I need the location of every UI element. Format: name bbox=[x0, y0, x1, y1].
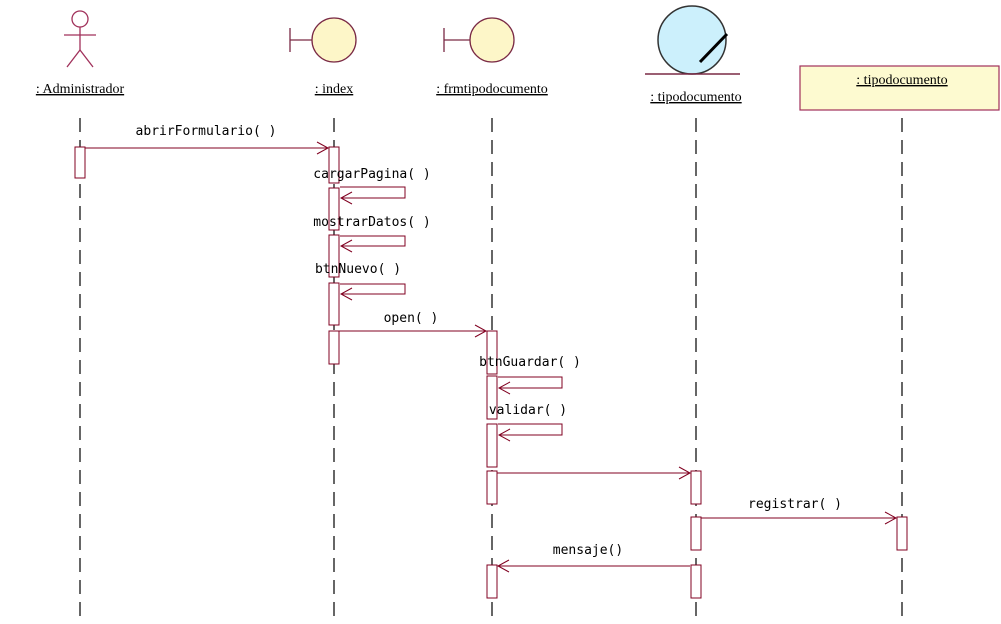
message-registrar: registrar( ) bbox=[701, 497, 898, 525]
activation-bar bbox=[690, 564, 702, 599]
message-label: mensaje() bbox=[553, 543, 623, 558]
message-label: cargarPagina( ) bbox=[313, 167, 430, 182]
message-mostrardatos: mostrarDatos( ) bbox=[313, 215, 431, 253]
activation-bar bbox=[328, 330, 340, 365]
activation-bar bbox=[486, 423, 498, 468]
participant-label: : tipodocumento bbox=[856, 73, 947, 88]
message-label: btnNuevo( ) bbox=[315, 262, 401, 277]
message-label: mostrarDatos( ) bbox=[313, 215, 430, 230]
message-validar: validar( ) bbox=[489, 403, 567, 442]
activation-bar bbox=[690, 516, 702, 551]
activation-bar bbox=[486, 564, 498, 599]
message-label: registrar( ) bbox=[748, 497, 842, 512]
message-cargarpagina: cargarPagina( ) bbox=[313, 167, 431, 205]
activation-bars bbox=[74, 146, 908, 599]
activation-bar bbox=[486, 330, 498, 375]
activation-bar bbox=[486, 375, 498, 420]
message-label: abrirFormulario( ) bbox=[136, 124, 277, 139]
activation-bar bbox=[896, 516, 908, 551]
actor-icon bbox=[64, 10, 96, 68]
activation-bar bbox=[74, 146, 86, 179]
activation-bar bbox=[328, 146, 340, 184]
message-btnnuevo: btnNuevo( ) bbox=[315, 262, 406, 301]
message-abrirformulario: abrirFormulario( ) bbox=[85, 124, 330, 155]
message-label: validar( ) bbox=[489, 403, 567, 418]
participant-label: : tipodocumento bbox=[650, 90, 741, 105]
entity-icon bbox=[645, 5, 740, 75]
activation-bar bbox=[328, 282, 340, 326]
participant-administrador: : Administrador bbox=[36, 10, 125, 624]
class-box bbox=[799, 65, 1000, 111]
message-unlabeled bbox=[497, 466, 692, 480]
participant-label: : Administrador bbox=[36, 82, 125, 97]
activation-bar bbox=[328, 187, 340, 231]
message-label: btnGuardar( ) bbox=[479, 355, 581, 370]
participant-tipodocumento-entity: : tipodocumento bbox=[645, 5, 742, 624]
boundary-icon bbox=[443, 17, 515, 63]
activation-bar bbox=[486, 470, 498, 505]
message-mensaje: mensaje() bbox=[496, 543, 690, 573]
message-btnguardar: btnGuardar( ) bbox=[479, 355, 581, 395]
message-label: open( ) bbox=[384, 311, 439, 326]
message-open: open( ) bbox=[339, 311, 488, 338]
activation-bar bbox=[690, 470, 702, 505]
participant-label: : index bbox=[315, 82, 354, 97]
participant-index: : index bbox=[289, 17, 357, 624]
participant-label: : frmtipodocumento bbox=[436, 82, 548, 97]
participant-frmtipodocumento: : frmtipodocumento bbox=[436, 17, 548, 624]
boundary-icon bbox=[289, 17, 357, 63]
activation-bar bbox=[328, 234, 340, 278]
